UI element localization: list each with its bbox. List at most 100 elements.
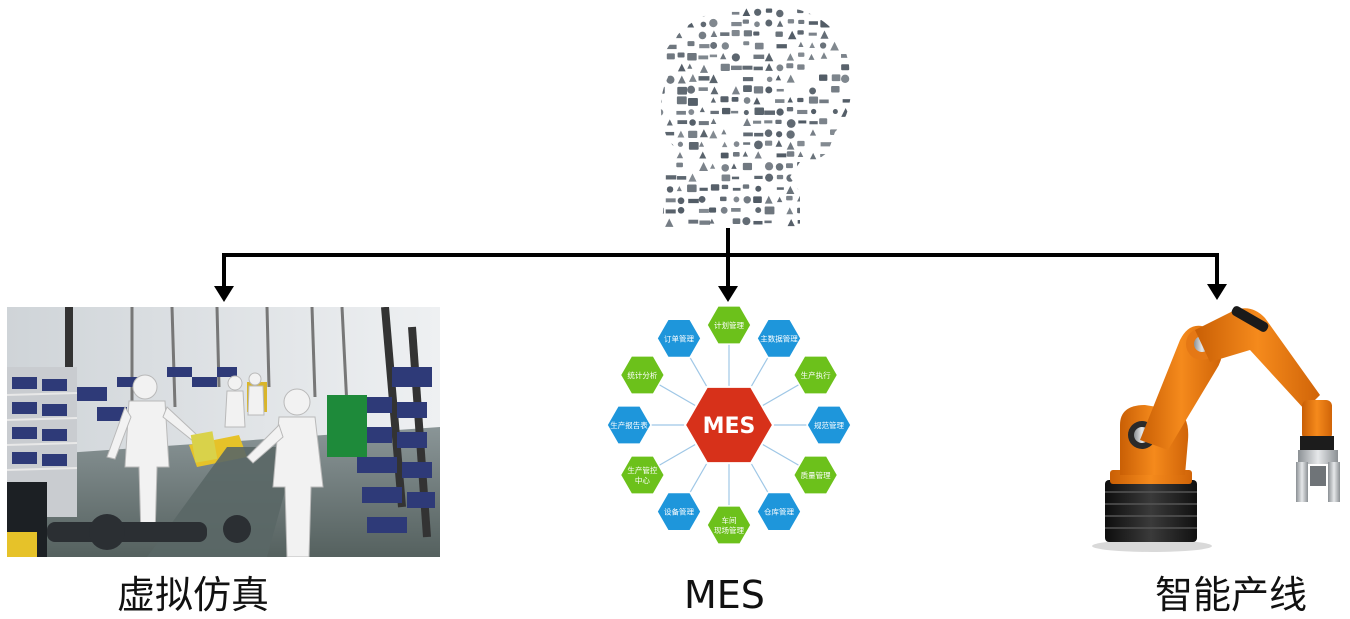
- brain-glyph-icon: [677, 63, 686, 72]
- brain-glyph-icon: [754, 151, 762, 159]
- brain-glyph-icon: [842, 141, 851, 149]
- mes-module-label-line: 生产报告表: [610, 420, 648, 430]
- brain-glyph-icon: [775, 140, 783, 147]
- brain-glyph-icon: [853, 21, 860, 29]
- mes-module-label: 设备管理: [664, 507, 694, 517]
- mes-module-label-line: 现场管理: [714, 525, 744, 535]
- brain-glyph-icon: [668, 143, 674, 149]
- brain-glyph-icon: [688, 198, 699, 204]
- mes-module: 车间现场管理: [706, 505, 752, 545]
- brain-glyph-icon: [677, 130, 685, 138]
- brain-glyph-icon: [854, 218, 860, 222]
- brain-glyph-icon: [819, 118, 828, 125]
- brain-glyph-icon: [743, 118, 752, 126]
- brain-glyph-icon: [676, 31, 683, 39]
- brain-glyph-icon: [733, 141, 740, 147]
- mes-module-hex: [756, 318, 802, 359]
- brain-glyph-icon: [731, 65, 742, 71]
- caption-smart-production-line: 智能产线: [1155, 573, 1308, 617]
- brain-glyph-icon: [660, 175, 662, 182]
- arrow-head-left: [214, 286, 234, 302]
- brain-glyph-icon: [660, 195, 664, 203]
- mes-hex-diagram: 计划管理主数据管理生产执行规范管理质量管理仓库管理车间现场管理设备管理生产管控中…: [606, 305, 852, 545]
- brain-glyph-icon: [720, 96, 729, 103]
- brain-glyph-icon: [710, 30, 718, 37]
- brain-glyph-icon: [720, 196, 727, 202]
- caption-virtual-simulation: 虚拟仿真: [117, 573, 270, 617]
- brain-glyph-icon: [665, 218, 674, 227]
- brain-glyph-icon: [709, 74, 718, 84]
- brain-glyph-icon: [753, 196, 762, 204]
- brain-glyph-icon: [786, 195, 793, 201]
- brain-glyph-icon: [786, 163, 793, 169]
- brain-glyph-icon: [808, 21, 818, 25]
- brain-glyph-icon: [809, 217, 817, 226]
- mes-module: 质量管理: [792, 455, 839, 495]
- mes-module-label: 规范管理: [814, 420, 844, 430]
- brain-glyph-icon: [764, 110, 776, 115]
- brain-glyph-icon: [831, 175, 840, 179]
- mes-module-label: 仓库管理: [764, 507, 794, 517]
- brain-glyph-icon: [853, 63, 860, 69]
- mes-module-label-line: 中心: [635, 475, 650, 485]
- brain-glyph-icon: [698, 121, 709, 126]
- brain-glyph-icon: [754, 140, 763, 150]
- mes-module-hex: [619, 455, 666, 495]
- brain-glyph-icon: [831, 219, 842, 224]
- brain-glyph-icon: [687, 20, 695, 28]
- mes-module: 设备管理: [656, 491, 702, 532]
- brain-glyph-icon: [819, 42, 827, 49]
- brain-glyph-icon: [666, 53, 675, 60]
- brain-glyph-icon: [710, 184, 720, 191]
- brain-glyph-icon: [841, 32, 851, 37]
- brain-glyph-icon: [775, 163, 784, 171]
- brain-glyph-icon: [754, 175, 763, 179]
- mes-module-label-line: 设备管理: [664, 507, 694, 517]
- brain-glyph-icon: [754, 132, 764, 137]
- brain-glyph-icon: [699, 64, 709, 73]
- mes-module: 生产管控中心: [619, 455, 666, 495]
- brain-glyph-icon: [854, 32, 860, 39]
- brain-glyph-icon: [709, 218, 715, 224]
- brain-glyph-icon: [786, 63, 794, 69]
- brain-glyph-icon: [743, 41, 750, 46]
- brain-glyph-icon: [819, 217, 829, 226]
- brain-glyph-icon: [786, 107, 794, 112]
- brain-glyph-icon: [797, 151, 804, 158]
- brain-glyph-icon: [820, 19, 830, 28]
- brain-glyph-icon: [699, 220, 711, 225]
- brain-glyph-icon: [688, 74, 697, 82]
- brain-glyph-icon: [797, 207, 805, 214]
- brain-glyph-icon: [676, 162, 683, 168]
- brain-glyph-icon: [742, 184, 750, 189]
- brain-glyph-icon: [688, 109, 695, 115]
- mes-module-label: 主数据管理: [760, 333, 798, 343]
- brain-glyph-icon: [776, 44, 787, 49]
- brain-glyph-icon: [743, 132, 753, 137]
- brain-glyph-icon: [742, 65, 753, 70]
- brain-glyph-icon: [798, 41, 804, 47]
- brain-glyph-icon: [797, 97, 804, 103]
- brain-glyph-icon: [732, 151, 740, 157]
- brain-glyph-icon: [853, 155, 860, 158]
- brain-glyph-icon: [776, 196, 783, 203]
- brain-glyph-icon: [776, 88, 784, 92]
- mes-module: 主数据管理: [756, 318, 802, 359]
- mes-module: 规范管理: [806, 405, 852, 445]
- brain-glyph-icon: [665, 198, 676, 203]
- brain-glyph-icon: [710, 118, 717, 125]
- brain-glyph-icon: [720, 152, 729, 159]
- brain-glyph-icon: [698, 195, 706, 203]
- brain-glyph-icon: [764, 140, 773, 146]
- brain-glyph-icon: [830, 184, 841, 192]
- mes-module-hex: [806, 405, 852, 445]
- brain-glyph-icon: [731, 110, 739, 114]
- brain-glyph-icon: [743, 142, 751, 145]
- brain-glyph-icon: [676, 151, 684, 159]
- brain-glyph-icon: [710, 110, 719, 115]
- brain-glyph-icon: [776, 153, 787, 158]
- brain-glyph-icon: [677, 52, 685, 58]
- mes-module-label-line: 主数据管理: [760, 333, 798, 343]
- brain-glyph-icon: [753, 220, 763, 225]
- virtual-simulation-image: [7, 307, 440, 557]
